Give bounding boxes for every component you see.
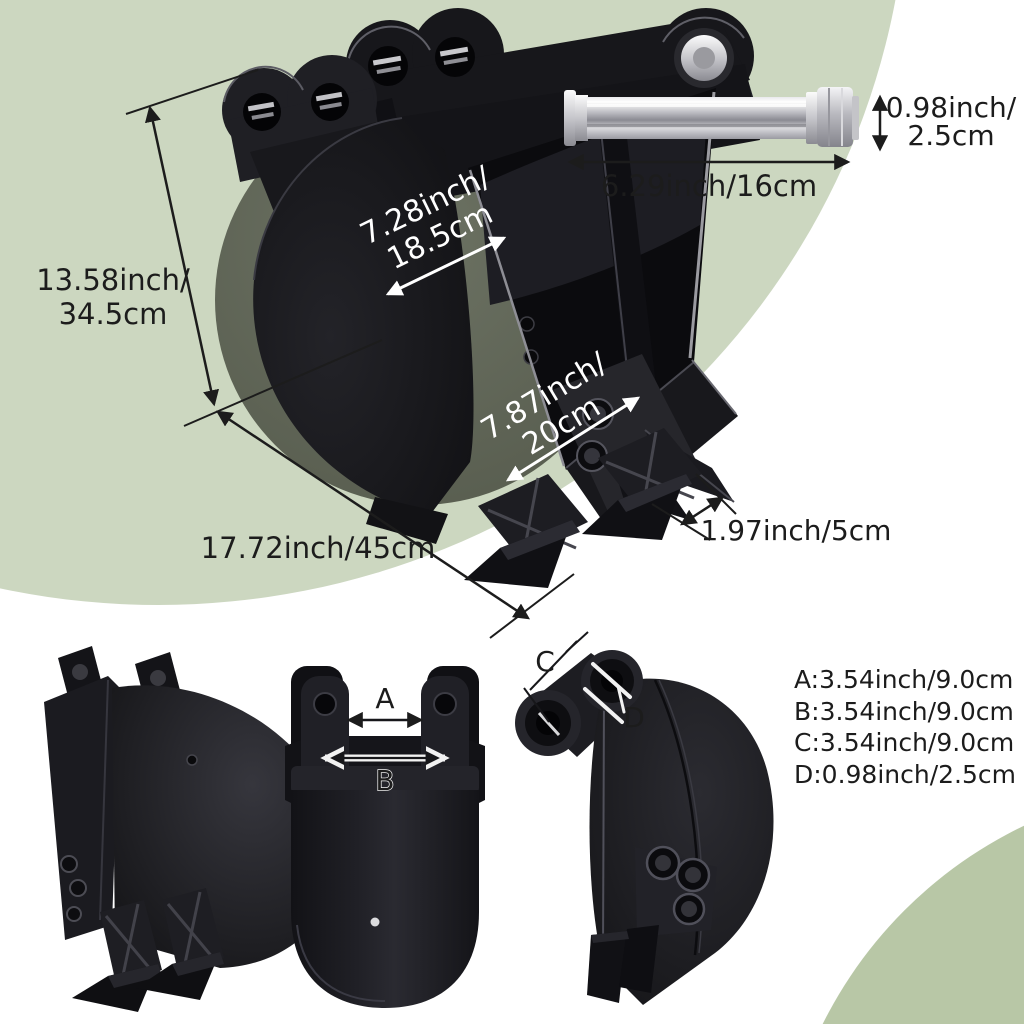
bucket-side-view	[515, 650, 774, 1005]
lug-hole	[311, 83, 349, 121]
background-blob-bottom-right	[822, 825, 1024, 1024]
bucket-front-view: A B	[285, 666, 485, 1008]
front-view-body	[291, 790, 479, 1008]
pin-length-label: 6.29inch/16cm	[601, 169, 817, 203]
dim-height-line1: 13.58inch/	[36, 263, 190, 297]
dimension-legend: A:3.54inch/9.0cm B:3.54inch/9.0cm C:3.54…	[794, 665, 1016, 789]
lug-hole	[243, 93, 281, 131]
dim-opening-width-arrow	[385, 236, 507, 296]
legend-line-a: A:3.54inch/9.0cm	[794, 665, 1013, 694]
front-view-hole	[370, 917, 380, 927]
bucket-interior	[468, 88, 716, 470]
bucket-rear-view	[44, 646, 339, 1012]
legend-line-c: C:3.54inch/9.0cm	[794, 728, 1014, 757]
label-d: D	[623, 701, 645, 734]
pin-hex-nut	[817, 87, 853, 147]
dim-height-line	[144, 105, 220, 407]
pin-diameter-line2: 2.5cm	[907, 119, 994, 152]
dimension-lines	[125, 69, 737, 639]
label-a: A	[375, 682, 394, 715]
dim-overall-length-label: 17.72inch/45cm	[201, 531, 436, 565]
rear-view-drum	[112, 685, 339, 968]
legend-line-b: B:3.54inch/9.0cm	[794, 697, 1014, 726]
lug-hole	[435, 37, 475, 77]
lug-hole	[368, 46, 408, 86]
mounting-pin-illustration	[564, 87, 859, 147]
label-c: C	[535, 645, 555, 678]
side-view-body	[589, 678, 774, 1005]
dim-overall-length-line	[215, 410, 531, 620]
pin-shaft	[587, 97, 807, 139]
legend-line-d: D:0.98inch/2.5cm	[794, 760, 1016, 789]
side-view-measurements: C D	[523, 631, 645, 734]
label-b: B	[375, 764, 394, 797]
pin-diameter-line1: 0.98inch/	[886, 91, 1017, 124]
dim-tooth-width-label: 1.97inch/5cm	[701, 514, 892, 547]
dim-tooth-width-line	[679, 496, 725, 526]
dim-height-line2: 34.5cm	[59, 297, 168, 331]
